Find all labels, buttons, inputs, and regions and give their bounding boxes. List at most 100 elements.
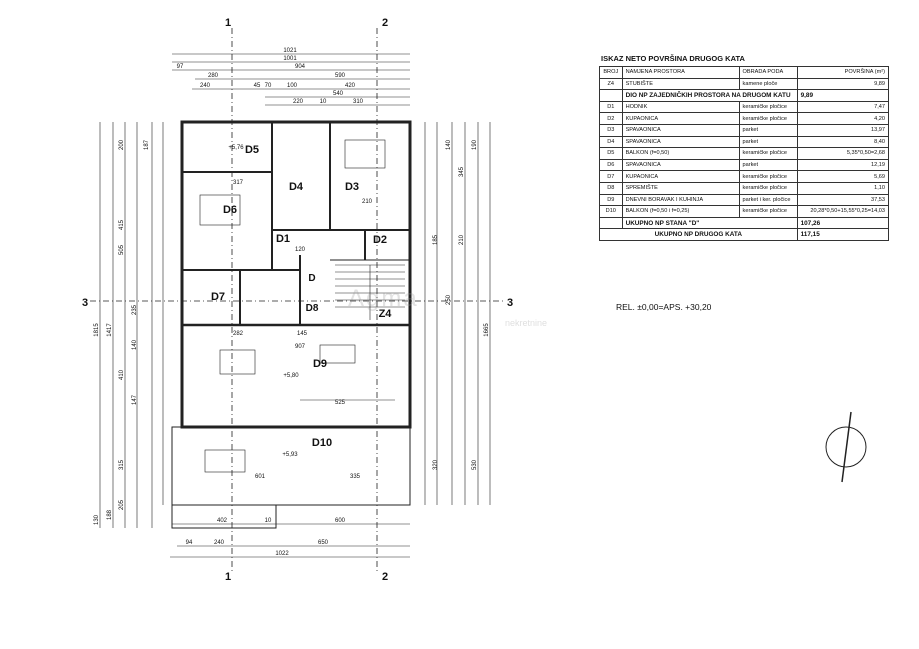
room-label: D8 (306, 303, 319, 314)
table-cell: HODNIK (621, 100, 740, 114)
table-cell: parket i ker. pločice (738, 193, 798, 207)
dimension-label: 530 (472, 459, 478, 470)
table-cell: 20,28*0,50+15,55*0,25=14,03 (796, 205, 890, 218)
dimension-label: 540 (333, 91, 344, 97)
dimension-label: 1417 (107, 323, 113, 337)
table-cell: UKUPNO NP STANA "D" (621, 216, 798, 230)
dimension-label: 1665 (484, 323, 490, 337)
room-label: D3 (345, 181, 359, 193)
table-cell: D3 (599, 123, 623, 137)
room-label: D4 (289, 181, 304, 193)
section-mark: 3 (82, 297, 88, 309)
dimension-label: 345 (459, 166, 465, 177)
table-cell: D1 (599, 100, 623, 114)
dimension-label: 1001 (283, 56, 297, 62)
table-cell: SPAVAONICA (621, 158, 740, 172)
room-label: D6 (223, 204, 237, 216)
table-cell: STUBIŠTE (621, 77, 740, 91)
dimension-label: 320 (433, 459, 439, 470)
dimension-label: 120 (295, 247, 306, 253)
dimension-label: 235 (132, 304, 138, 315)
table-cell: keramičke pločice (738, 112, 798, 125)
table-cell: D6 (599, 158, 623, 172)
dimension-label: 590 (335, 73, 346, 79)
table-cell: D2 (599, 112, 623, 125)
table-cell: 1,10 (796, 181, 890, 195)
table-cell: KUPAONICA (621, 112, 740, 125)
dimension-label: 410 (119, 369, 125, 380)
dimension-label: 45 (254, 83, 261, 89)
north-arrow-icon (825, 426, 867, 468)
table-cell: NAMJENA PROSTORA (621, 66, 740, 79)
room-label: D10 (312, 437, 332, 449)
room-label: Z4 (379, 308, 393, 320)
table-cell: keramičke pločice (738, 205, 798, 218)
dimension-label: 601 (255, 474, 266, 480)
table-cell: D8 (599, 181, 623, 195)
dimension-label: 907 (295, 344, 306, 350)
dimension-label: 220 (293, 99, 304, 105)
dimension-label: 210 (459, 234, 465, 245)
dimension-label: 310 (353, 99, 364, 105)
section-mark: 2 (382, 571, 388, 583)
table-cell: keramičke pločice (738, 181, 798, 195)
watermark-subtitle: nekretnine (505, 318, 548, 328)
dimension-label: 525 (335, 400, 346, 406)
dimension-label: 1815 (94, 323, 100, 337)
table-cell: D10 (599, 205, 623, 218)
dimension-label: 250 (446, 294, 452, 305)
dimension-label: 600 (335, 518, 346, 524)
table-cell: 117,15 (796, 228, 890, 241)
dimension-label: 240 (214, 540, 225, 546)
table-cell: SPAVAONICA (621, 135, 740, 149)
balcony-lower-outline (171, 504, 277, 529)
table-total-unit-row: UKUPNO NP STANA "D"107,26 (599, 216, 890, 230)
table-cell: KUPAONICA (621, 170, 740, 183)
dimension-label: 415 (119, 219, 125, 230)
table-cell: parket (738, 123, 798, 137)
table-cell: keramičke pločice (738, 170, 798, 183)
dimension-label: 205 (119, 499, 125, 510)
table-cell: POVRŠINA (m²) (796, 66, 890, 79)
table-cell: 5,69 (796, 170, 890, 183)
table-cell (599, 89, 623, 102)
table-cell: BROJ (599, 66, 623, 79)
room-label: D1 (276, 233, 290, 245)
elevation-note: REL. ±0,00=APS. +30,20 (616, 302, 712, 312)
area-table-title: ISKAZ NETO POVRŠINA DRUGOG KATA (601, 54, 745, 63)
dimension-label: 650 (318, 540, 329, 546)
balcony-d10-outline (171, 426, 411, 506)
dimension-label: 317 (233, 180, 244, 186)
dimension-label: 10 (265, 518, 272, 524)
dimension-label: 97 (177, 64, 184, 70)
table-cell: keramičke pločice (738, 147, 798, 160)
dimension-label: 200 (119, 139, 125, 150)
table-cell: D5 (599, 147, 623, 160)
section-mark: 1 (225, 571, 231, 583)
section-mark: 3 (507, 297, 513, 309)
dimension-label: 315 (119, 459, 125, 470)
room-label: D (308, 273, 315, 284)
table-cell: 5,35*0,50=2,68 (796, 147, 890, 160)
table-cell: 8,40 (796, 135, 890, 149)
table-cell: 9,89 (796, 89, 890, 102)
table-cell: keramičke pločice (738, 100, 798, 114)
table-cell: 7,47 (796, 100, 890, 114)
table-cell: D9 (599, 193, 623, 207)
watermark-logo: Agma (348, 285, 419, 312)
level-label: +5,76 (228, 145, 244, 151)
table-cell: kamene ploče (738, 77, 798, 91)
table-cell: D7 (599, 170, 623, 183)
dimension-label: 140 (132, 339, 138, 350)
table-cell: 13,97 (796, 123, 890, 137)
